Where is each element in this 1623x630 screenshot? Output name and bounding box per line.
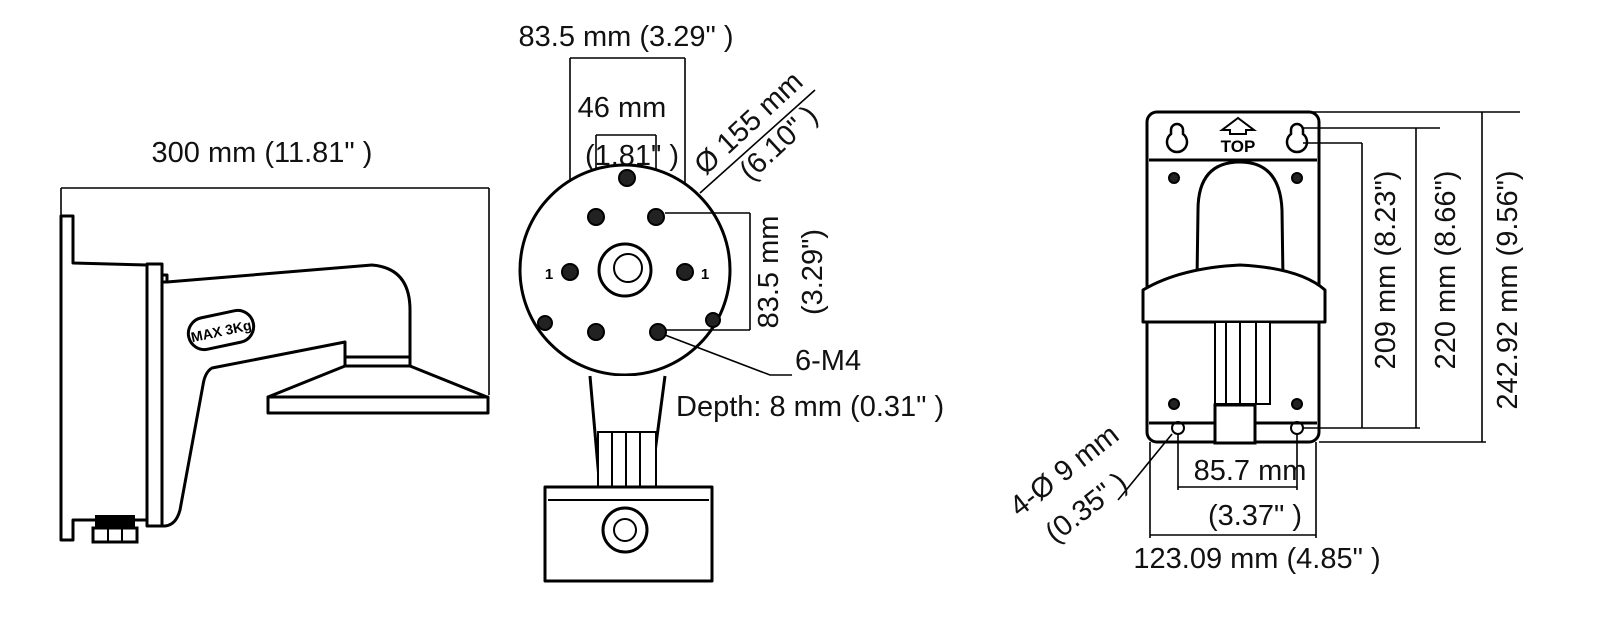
cable-gland-icon <box>91 515 139 544</box>
center-cable-hole <box>597 242 653 298</box>
arm-back <box>1195 160 1285 281</box>
hole-mark-left: 1 <box>545 266 553 283</box>
width-total-dimension: 123.09 mm (4.85" ) <box>1133 543 1380 575</box>
vertical-spacing-mm: 83.5 mm <box>753 216 785 329</box>
height-209-dimension: 209 mm (8.23") <box>1370 171 1402 370</box>
front-arm-ribs <box>597 431 657 491</box>
keyhole-icon-left <box>1165 122 1189 154</box>
height-220-dimension: 220 mm (8.66") <box>1430 171 1462 370</box>
dome-back <box>1141 263 1327 324</box>
back-cable-gland <box>1213 403 1257 445</box>
screw-spec-leader <box>664 334 792 376</box>
hole-mark-right: 1 <box>701 266 709 283</box>
keyhole-icon-right <box>1285 122 1309 154</box>
wall-plate <box>59 214 149 542</box>
screw-depth: Depth: 8 mm (0.31" ) <box>676 391 944 423</box>
diameter-leader <box>699 89 816 194</box>
screw-spec: 6-M4 <box>795 345 861 377</box>
top-label: TOP <box>1221 137 1256 156</box>
load-label-badge: MAX 3Kg <box>186 308 256 352</box>
hole-spec-leader <box>1117 433 1173 501</box>
height-total-dimension: 242.92 mm (9.56") <box>1492 170 1524 409</box>
width-dimension-lines <box>1149 434 1317 538</box>
height-dimension-lines <box>1303 111 1520 443</box>
junction-box-gland <box>601 506 649 554</box>
hole-spacing-in: (3.37" ) <box>1208 500 1302 532</box>
hole-spacing-mm: 85.7 mm <box>1194 455 1307 487</box>
dome-cone <box>266 364 489 399</box>
screw-holes <box>537 169 721 341</box>
vertical-spacing-line <box>665 212 751 331</box>
side-view: 300 mm (11.81" ) MAX 3Kg <box>59 137 490 544</box>
vertical-spacing-in: (3.29") <box>797 229 829 315</box>
outer-hole-spacing-dimension: 83.5 mm (3.29" ) <box>519 21 734 53</box>
top-arrow-icon <box>1219 116 1257 135</box>
back-view: TOP 209 mm (8.23") 220 mm (8.66") 242.92… <box>1004 110 1524 575</box>
cable-channel <box>1214 321 1271 405</box>
gland-inner <box>613 518 637 542</box>
front-view: 83.5 mm (3.29" ) 46 mm (1.81" ) Ø 155 mm… <box>518 21 944 583</box>
inner-hole-spacing-mm: 46 mm <box>578 92 667 124</box>
center-hole-inner <box>613 253 643 283</box>
mount-screws <box>1168 172 1303 410</box>
side-width-dimension-line <box>60 187 490 395</box>
side-width-dimension: 300 mm (11.81" ) <box>152 137 373 169</box>
dome-base <box>266 395 490 415</box>
